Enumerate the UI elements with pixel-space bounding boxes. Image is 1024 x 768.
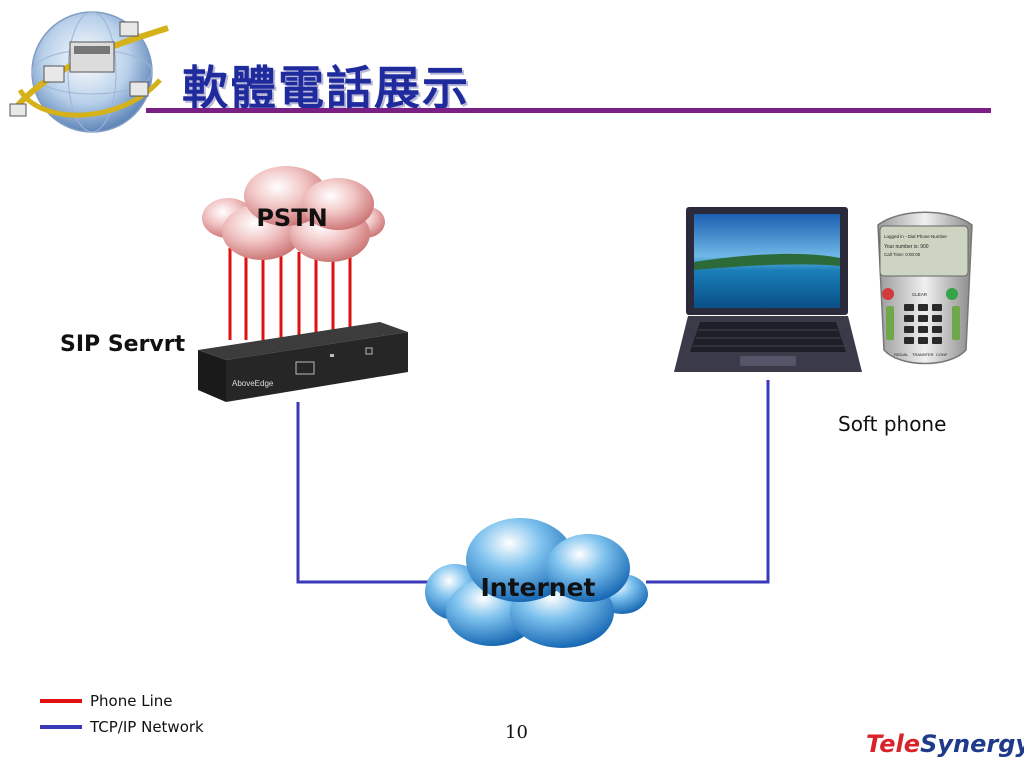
pstn-label: PSTN <box>256 204 327 232</box>
page-number: 10 <box>505 722 528 743</box>
sip-server-label: SIP Servrt <box>60 332 186 357</box>
page-title: 軟體電話展示 <box>182 61 470 115</box>
internet-cloud-icon: Internet <box>425 518 648 648</box>
internet-label: Internet <box>480 573 595 602</box>
server-brand: AboveEdge <box>232 379 274 388</box>
phone-btn-clear: CLEAR <box>912 292 928 297</box>
phone-screen-line1: Logged in - Dial Phone Number <box>884 234 948 239</box>
phone-screen-line3: Call Time: 0:00:00 <box>884 252 921 257</box>
legend-label: Phone Line <box>90 692 173 710</box>
phone-line-swatch <box>40 699 82 703</box>
legend-item-phone-line: Phone Line <box>40 691 173 711</box>
network-line-softphone <box>646 380 770 584</box>
pstn-cloud-icon: PSTN <box>202 166 385 262</box>
globe-logo-icon <box>9 11 169 133</box>
soft-phone-label: Soft phone <box>838 412 947 436</box>
legend-label: TCP/IP Network <box>90 718 204 736</box>
laptop-icon <box>674 207 862 372</box>
server-icon: AboveEdge <box>198 322 408 402</box>
phone-btn-redial: REDIAL <box>894 352 909 357</box>
network-line-server <box>296 402 432 584</box>
brand-synergy: Synergy <box>920 730 1024 758</box>
title-divider <box>146 108 991 113</box>
brand-tele: Tele <box>866 730 921 758</box>
phone-lines <box>228 246 352 340</box>
phone-btn-transfer: TRANSFER <box>912 352 934 357</box>
network-line-swatch <box>40 725 82 729</box>
legend-item-tcpip-network: TCP/IP Network <box>40 717 204 737</box>
phone-btn-conf: CONF <box>936 352 948 357</box>
telesynergy-logo: TeleSynergyTM <box>866 730 1024 758</box>
phone-screen-line2: Your number is: 900 <box>884 244 929 250</box>
softphone-icon: Logged in - Dial Phone Number Your numbe… <box>877 211 973 365</box>
